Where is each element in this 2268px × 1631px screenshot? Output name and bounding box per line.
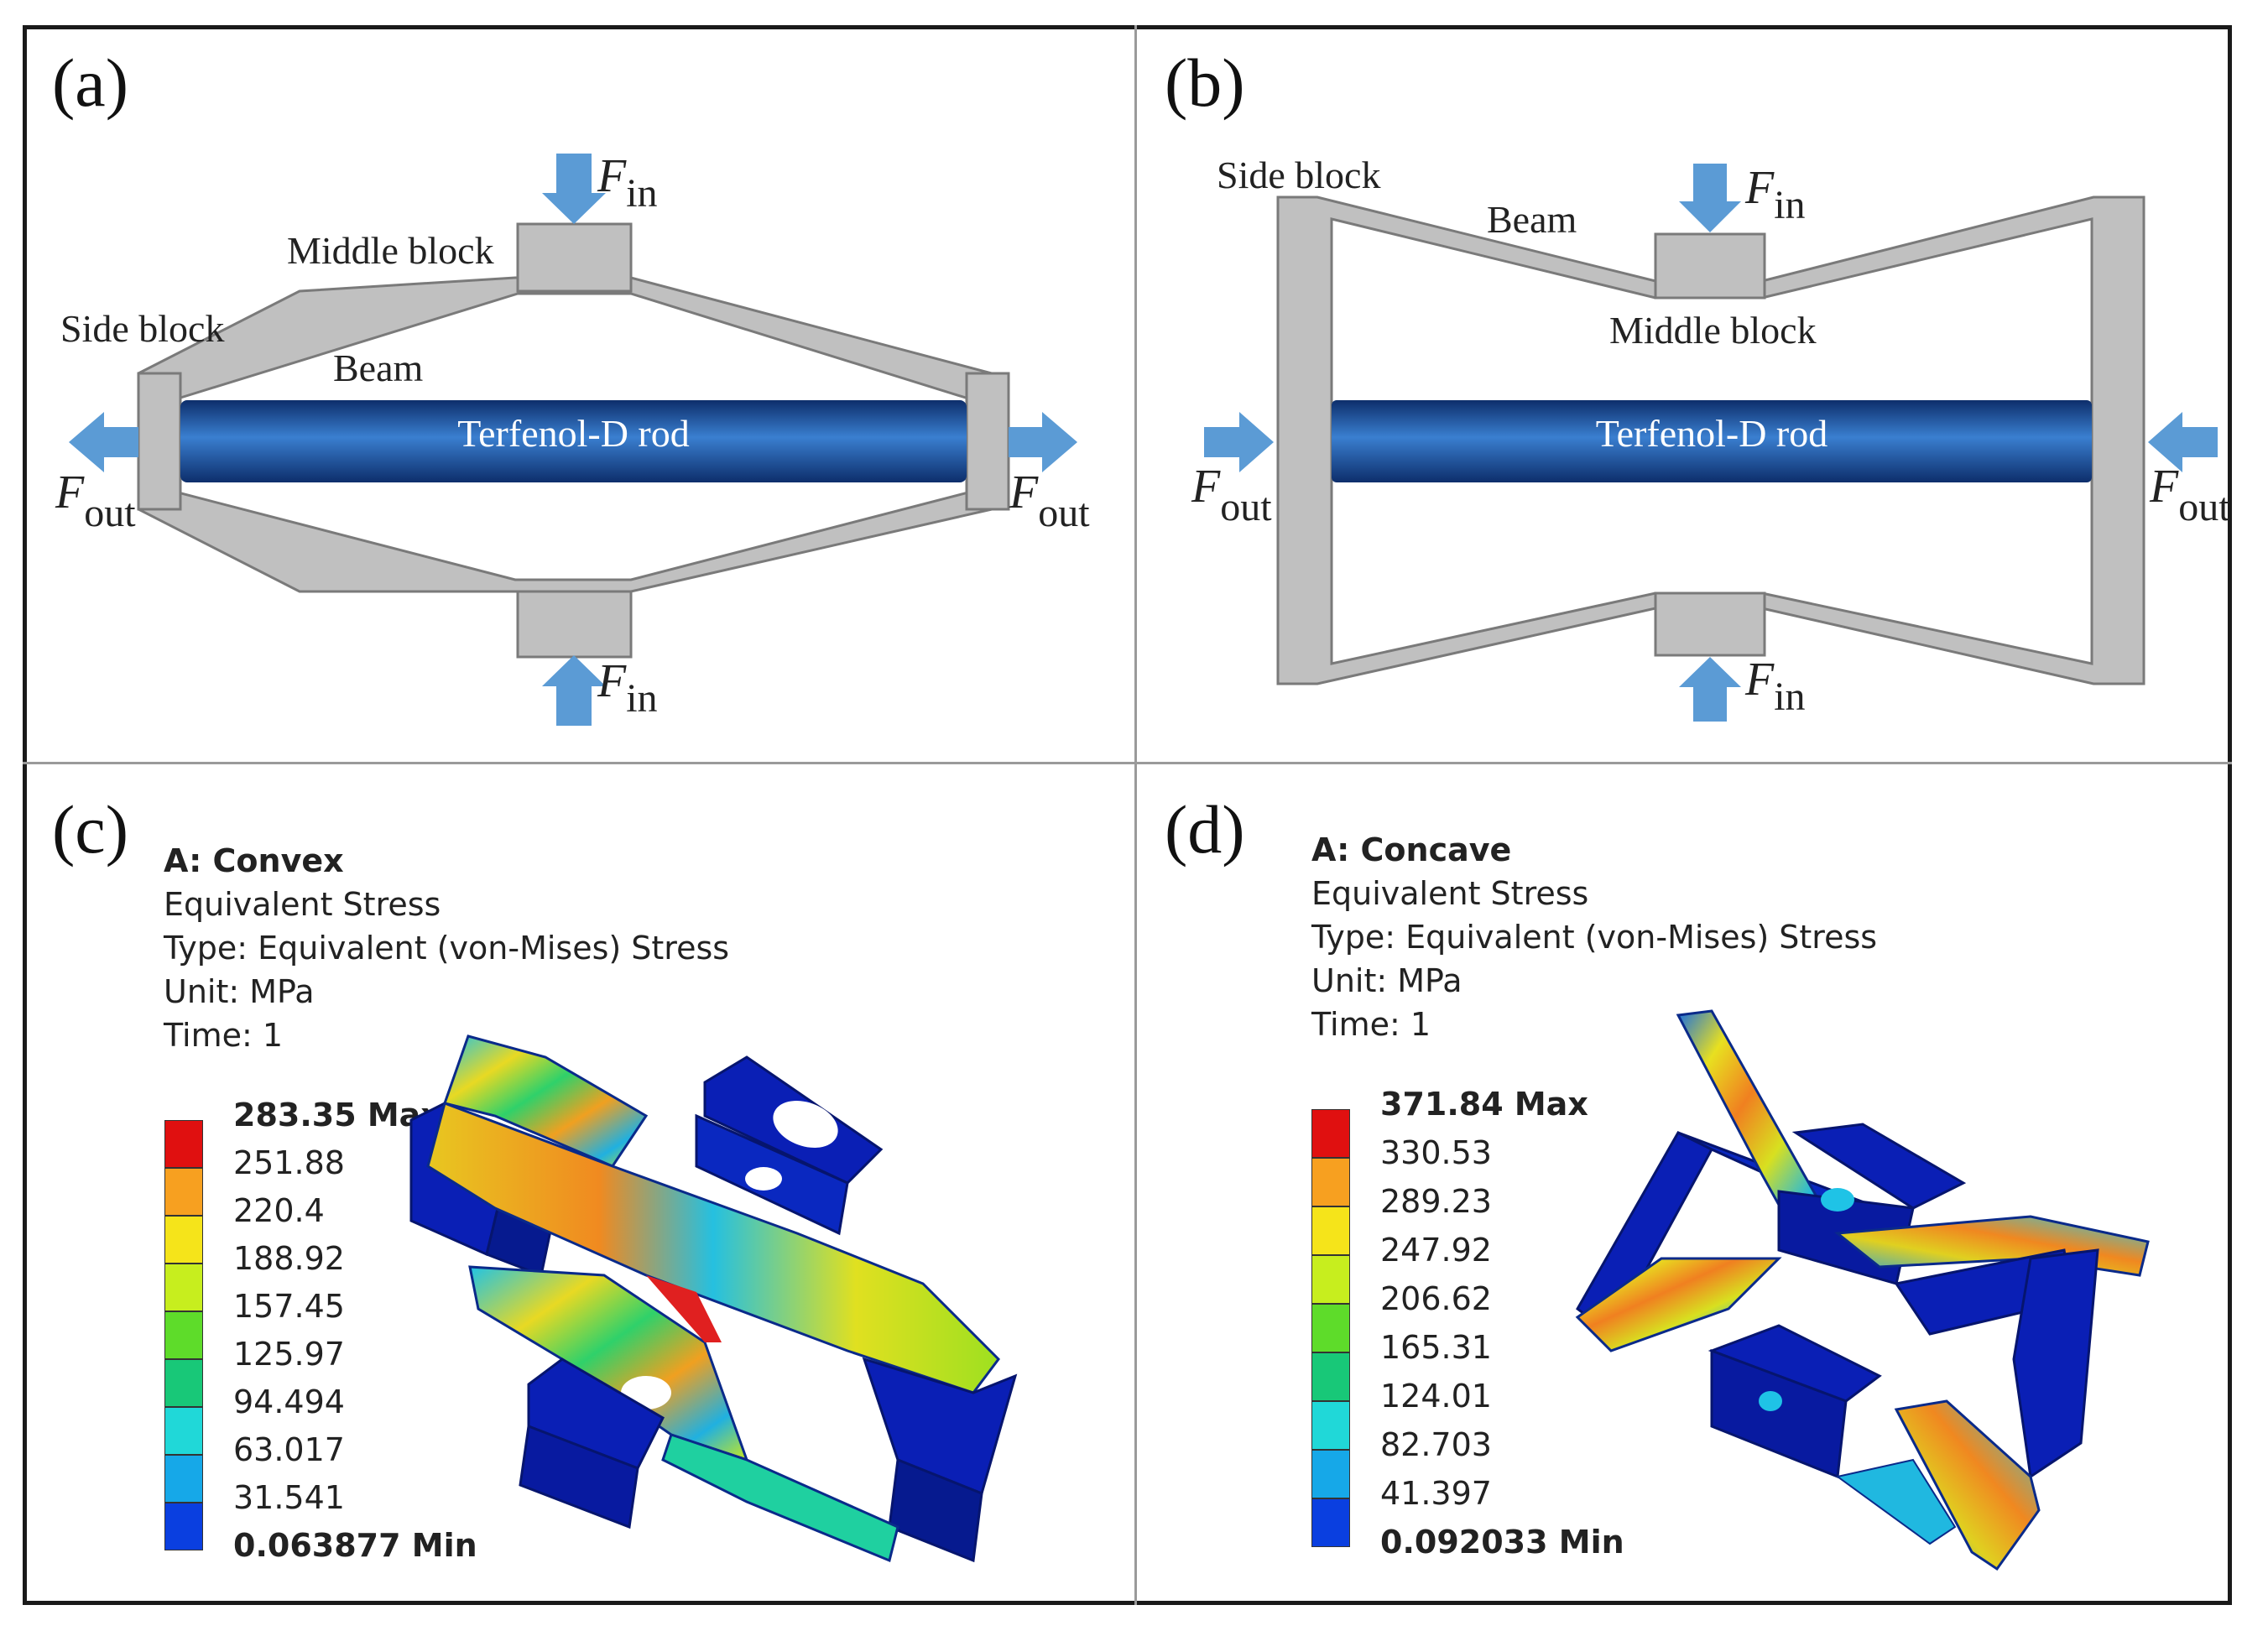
panel-d-fea-model bbox=[1575, 1009, 2150, 1571]
colorbar-segment bbox=[164, 1168, 203, 1216]
colorbar-segment bbox=[1311, 1206, 1350, 1255]
colorbar-value: 251.88 bbox=[233, 1144, 345, 1181]
convex-terfenol-rod bbox=[180, 400, 967, 482]
panel-b-fout-right: Fout bbox=[2150, 461, 2230, 529]
vertical-divider bbox=[1134, 25, 1137, 1605]
panel-b-fout-left: Fout bbox=[1191, 461, 1272, 529]
concave-terfenol-rod bbox=[1332, 400, 2092, 482]
panel-a-rod-label: Terfenol-D rod bbox=[457, 412, 690, 455]
panel-a-beam-label: Beam bbox=[333, 347, 424, 389]
colorbar-value: 63.017 bbox=[233, 1431, 345, 1468]
horizontal-divider bbox=[23, 762, 2232, 764]
convex-middle-block-bottom bbox=[516, 590, 633, 659]
panel-a-diagram bbox=[69, 154, 1077, 726]
panel-b-fin-bottom: Fin bbox=[1745, 654, 1806, 719]
panel-c-line3: Unit: MPa bbox=[164, 973, 315, 1010]
colorbar-segment bbox=[1311, 1401, 1350, 1450]
panel-d-legend-header: A: Concave Equivalent Stress Type: Equiv… bbox=[1311, 828, 1877, 1046]
panel-c-legend-header: A: Convex Equivalent Stress Type: Equiva… bbox=[164, 839, 729, 1057]
colorbar-value: 283.35 Max bbox=[233, 1097, 441, 1133]
colorbar-value: 0.063877 Min bbox=[233, 1527, 477, 1564]
colorbar-segment bbox=[1311, 1450, 1350, 1498]
colorbar-value: 41.397 bbox=[1380, 1475, 1492, 1512]
panel-d-title: A: Concave bbox=[1311, 831, 1512, 868]
panel-c-colorbar bbox=[164, 1120, 203, 1550]
panel-a-fin-top: Fin bbox=[597, 150, 658, 216]
concave-arrow-in-bottom bbox=[1679, 657, 1741, 722]
colorbar-value: 220.4 bbox=[233, 1192, 325, 1229]
colorbar-value: 0.092033 Min bbox=[1380, 1524, 1624, 1561]
panel-b-beam-label: Beam bbox=[1487, 198, 1577, 241]
colorbar-value: 125.97 bbox=[233, 1336, 345, 1373]
colorbar-segment bbox=[164, 1216, 203, 1264]
colorbar-value: 82.703 bbox=[1380, 1426, 1492, 1463]
colorbar-value: 330.53 bbox=[1380, 1134, 1492, 1171]
convex-side-block-left bbox=[137, 372, 182, 511]
panel-d-line3: Unit: MPa bbox=[1311, 962, 1462, 999]
convex-arrow-out-right bbox=[1009, 412, 1077, 472]
panel-b-middle-block-label: Middle block bbox=[1609, 309, 1817, 352]
panel-a-fout-right: Fout bbox=[1009, 466, 1090, 535]
colorbar-segment bbox=[1311, 1498, 1350, 1547]
convex-middle-block-top bbox=[516, 222, 633, 293]
colorbar-value: 165.31 bbox=[1380, 1329, 1492, 1366]
colorbar-value: 247.92 bbox=[1380, 1232, 1492, 1269]
colorbar-value: 157.45 bbox=[233, 1288, 345, 1325]
panel-b-diagram bbox=[1204, 164, 2218, 722]
colorbar-value: 31.541 bbox=[233, 1479, 345, 1516]
concave-arrow-in-top bbox=[1679, 164, 1741, 232]
panel-d-line4: Time: 1 bbox=[1311, 1006, 1431, 1043]
convex-arrow-out-left bbox=[69, 412, 138, 472]
colorbar-value: 371.84 Max bbox=[1380, 1086, 1588, 1123]
concave-arrow-out-right bbox=[2148, 412, 2218, 472]
panel-a-fin-bottom: Fin bbox=[597, 655, 658, 721]
panel-c-fea-model bbox=[409, 1034, 1018, 1563]
figure-frame bbox=[23, 25, 2232, 1605]
colorbar-segment bbox=[164, 1311, 203, 1359]
colorbar-value: 289.23 bbox=[1380, 1183, 1492, 1220]
concave-middle-block-bottom bbox=[1654, 591, 1766, 657]
panel-c-line2: Type: Equivalent (von-Mises) Stress bbox=[164, 930, 730, 967]
convex-arrow-in-top bbox=[542, 154, 606, 224]
panel-a-middle-block-label: Middle block bbox=[287, 229, 494, 272]
panel-b-side-block-label: Side block bbox=[1217, 154, 1381, 196]
colorbar-segment bbox=[164, 1359, 203, 1407]
colorbar-segment bbox=[1311, 1352, 1350, 1401]
panel-c-line4: Time: 1 bbox=[164, 1017, 284, 1054]
colorbar-segment bbox=[164, 1264, 203, 1311]
colorbar-value: 206.62 bbox=[1380, 1280, 1492, 1317]
panel-c-title: A: Convex bbox=[164, 842, 344, 879]
concave-middle-block-top bbox=[1654, 232, 1766, 300]
panel-b-fin-top: Fin bbox=[1745, 162, 1806, 227]
panel-c-line1: Equivalent Stress bbox=[164, 886, 441, 923]
colorbar-segment bbox=[164, 1120, 203, 1168]
panel-d-line1: Equivalent Stress bbox=[1311, 875, 1589, 912]
panel-a-side-block-label: Side block bbox=[60, 307, 225, 350]
convex-side-block-right bbox=[965, 372, 1010, 511]
panel-a-fout-left: Fout bbox=[55, 466, 136, 535]
colorbar-value: 94.494 bbox=[233, 1383, 345, 1420]
panel-c-label: (c) bbox=[52, 791, 129, 868]
colorbar-segment bbox=[164, 1455, 203, 1503]
panel-d-label: (d) bbox=[1165, 791, 1245, 868]
concave-arrow-out-left bbox=[1204, 412, 1274, 472]
colorbar-segment bbox=[1311, 1158, 1350, 1206]
panel-a-label: (a) bbox=[52, 44, 129, 121]
colorbar-segment bbox=[1311, 1304, 1350, 1352]
panel-b-label: (b) bbox=[1165, 44, 1245, 121]
convex-arrow-in-bottom bbox=[542, 655, 606, 726]
colorbar-segment bbox=[164, 1407, 203, 1455]
colorbar-value: 188.92 bbox=[233, 1240, 345, 1277]
panel-d-colorbar bbox=[1311, 1109, 1350, 1547]
colorbar-segment bbox=[1311, 1109, 1350, 1158]
panel-b-rod-label: Terfenol-D rod bbox=[1595, 412, 1828, 455]
colorbar-value: 124.01 bbox=[1380, 1378, 1492, 1415]
panel-d-line2: Type: Equivalent (von-Mises) Stress bbox=[1311, 919, 1878, 956]
colorbar-segment bbox=[164, 1503, 203, 1550]
colorbar-segment bbox=[1311, 1255, 1350, 1304]
